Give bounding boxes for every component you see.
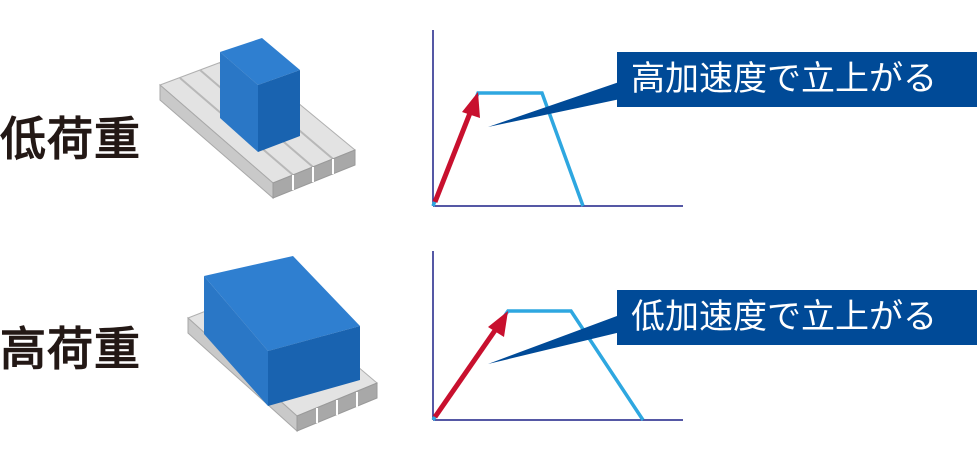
arrow-icon [432, 311, 508, 419]
low-load-illustration [159, 30, 683, 207]
high-load-label: 高荷重 [0, 322, 141, 376]
callout-high-acceleration: 高加速度で立上がる [617, 52, 977, 107]
callout-pointer [488, 313, 625, 364]
arrow-icon [432, 92, 480, 203]
high-load-row: 高荷重 低加速度で立上がる [0, 233, 977, 466]
callout-pointer [488, 80, 625, 127]
pallet-with-large-box-icon [187, 256, 378, 433]
low-load-label: 低荷重 [0, 112, 141, 166]
callout-low-acceleration: 低加速度で立上がる [617, 290, 977, 345]
high-load-illustration [187, 251, 683, 433]
low-load-row: 低荷重 [0, 0, 977, 233]
pallet-with-small-box-icon [159, 38, 356, 200]
